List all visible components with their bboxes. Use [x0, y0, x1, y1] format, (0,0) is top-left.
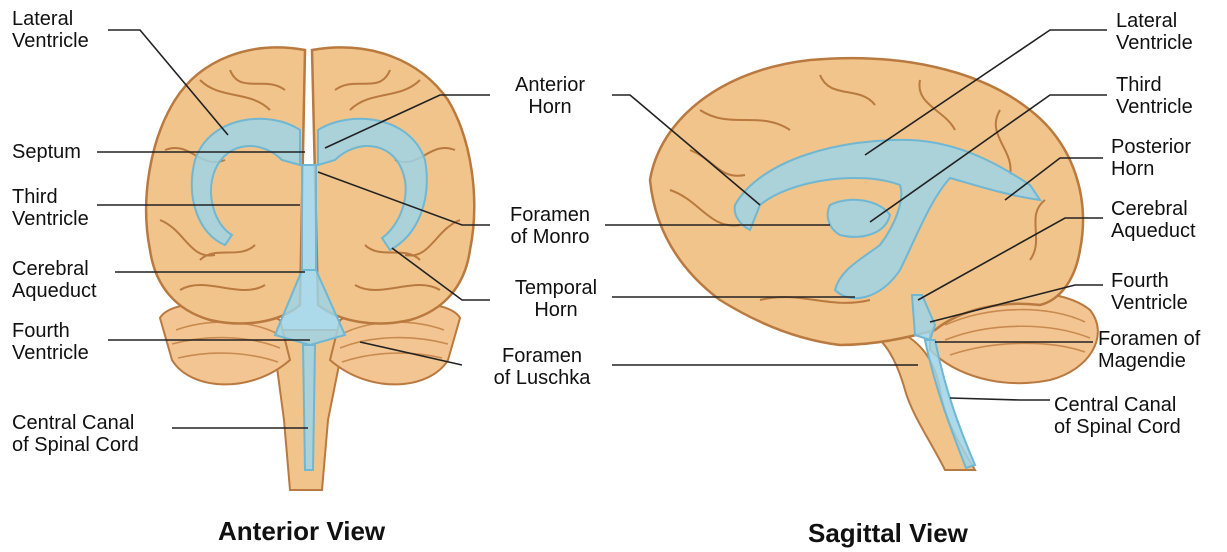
sagittal-view-title: Sagittal View: [808, 518, 968, 549]
label-lateral-ventricle-sagittal: Lateral Ventricle: [1116, 10, 1193, 54]
label-cerebral-aqueduct-sagittal: Cerebral Aqueduct: [1111, 198, 1196, 242]
label-central-canal-sagittal: Central Canal of Spinal Cord: [1054, 394, 1181, 438]
label-septum: Septum: [12, 141, 81, 163]
label-fourth-ventricle-anterior: Fourth Ventricle: [12, 320, 89, 364]
label-third-ventricle-sagittal: Third Ventricle: [1116, 74, 1193, 118]
label-foramen-monro: Foramen of Monro: [494, 204, 606, 248]
label-temporal-horn: Temporal Horn: [498, 277, 614, 321]
sagittal-brain: [650, 58, 1098, 470]
label-third-ventricle-anterior: Third Ventricle: [12, 186, 89, 230]
anterior-central-canal: [303, 345, 315, 470]
anterior-brain: [146, 47, 474, 490]
label-anterior-horn: Anterior Horn: [500, 74, 600, 118]
label-cerebral-aqueduct-anterior: Cerebral Aqueduct: [12, 258, 97, 302]
anterior-third-ventricle: [302, 165, 316, 270]
label-posterior-horn: Posterior Horn: [1111, 136, 1191, 180]
anterior-view-title: Anterior View: [218, 516, 385, 547]
label-lateral-ventricle-anterior: Lateral Ventricle: [12, 8, 89, 52]
label-foramen-magendie: Foramen of Magendie: [1098, 328, 1200, 372]
leader-central-canal-sagittal: [950, 398, 1050, 400]
label-central-canal-anterior: Central Canal of Spinal Cord: [12, 412, 139, 456]
label-foramen-luschka: Foramen of Luschka: [466, 345, 618, 389]
anterior-left-hemisphere: [146, 47, 305, 323]
label-fourth-ventricle-sagittal: Fourth Ventricle: [1111, 270, 1188, 314]
